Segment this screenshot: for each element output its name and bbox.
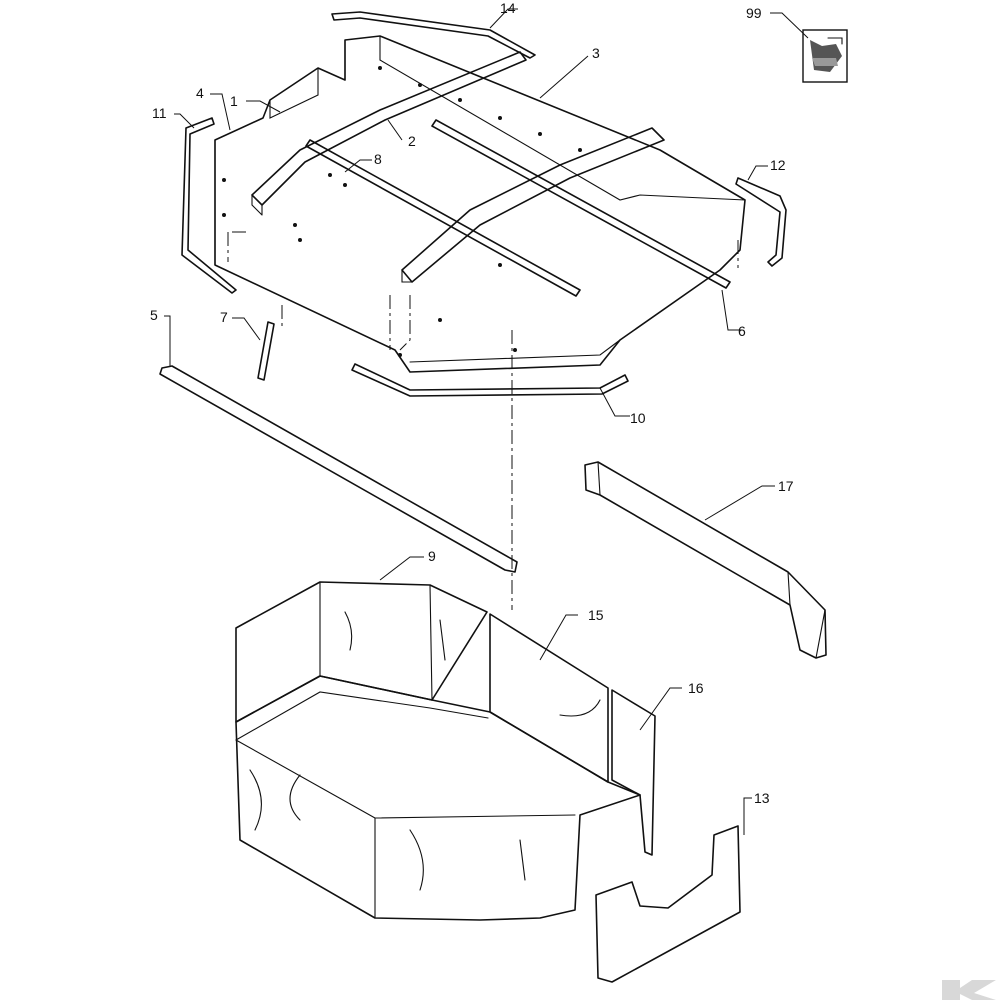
cross-rail-left [251,51,527,206]
callout-5: 5 [150,307,158,323]
callout-16: 16 [688,680,704,696]
callout-14: 14 [500,0,516,16]
callout-8: 8 [374,151,382,167]
front-strip-10 [351,363,629,397]
side-strip-11 [181,117,237,294]
callout-15: 15 [588,607,604,623]
cross-rail-right [401,127,665,283]
curtain-15 [489,613,609,783]
curtain-16 [611,689,656,856]
leader-lines [164,8,809,835]
callout-11: 11 [152,105,167,121]
callout-10: 10 [630,410,646,426]
callout-13: 13 [754,790,770,806]
upper-cover-assembly [181,11,787,610]
callout-99: 99 [746,5,762,21]
long-bar-5 [159,365,518,573]
callout-labels: 1 2 3 4 5 6 7 8 9 10 11 12 13 14 15 16 1… [150,0,794,806]
k-logo-icon [942,980,996,1000]
long-bar-8 [305,139,581,297]
cover-plate [214,35,746,373]
curtain-lower [235,675,641,921]
callout-4: 4 [196,85,204,101]
callout-6: 6 [738,323,746,339]
curtain-assembly [235,581,656,921]
strip-14 [331,11,536,59]
callout-1: 1 [230,93,238,109]
long-bar-6 [431,119,731,289]
parts-kit-icon [802,29,848,83]
callout-3: 3 [592,45,600,61]
callout-7: 7 [220,309,228,325]
bracket-7 [257,321,275,381]
callout-9: 9 [428,548,436,564]
callout-17: 17 [778,478,794,494]
callout-12: 12 [770,157,786,173]
bracket-13 [595,825,741,983]
fastener-holes [222,66,582,357]
callout-2: 2 [408,133,416,149]
bracket-12 [735,177,787,267]
